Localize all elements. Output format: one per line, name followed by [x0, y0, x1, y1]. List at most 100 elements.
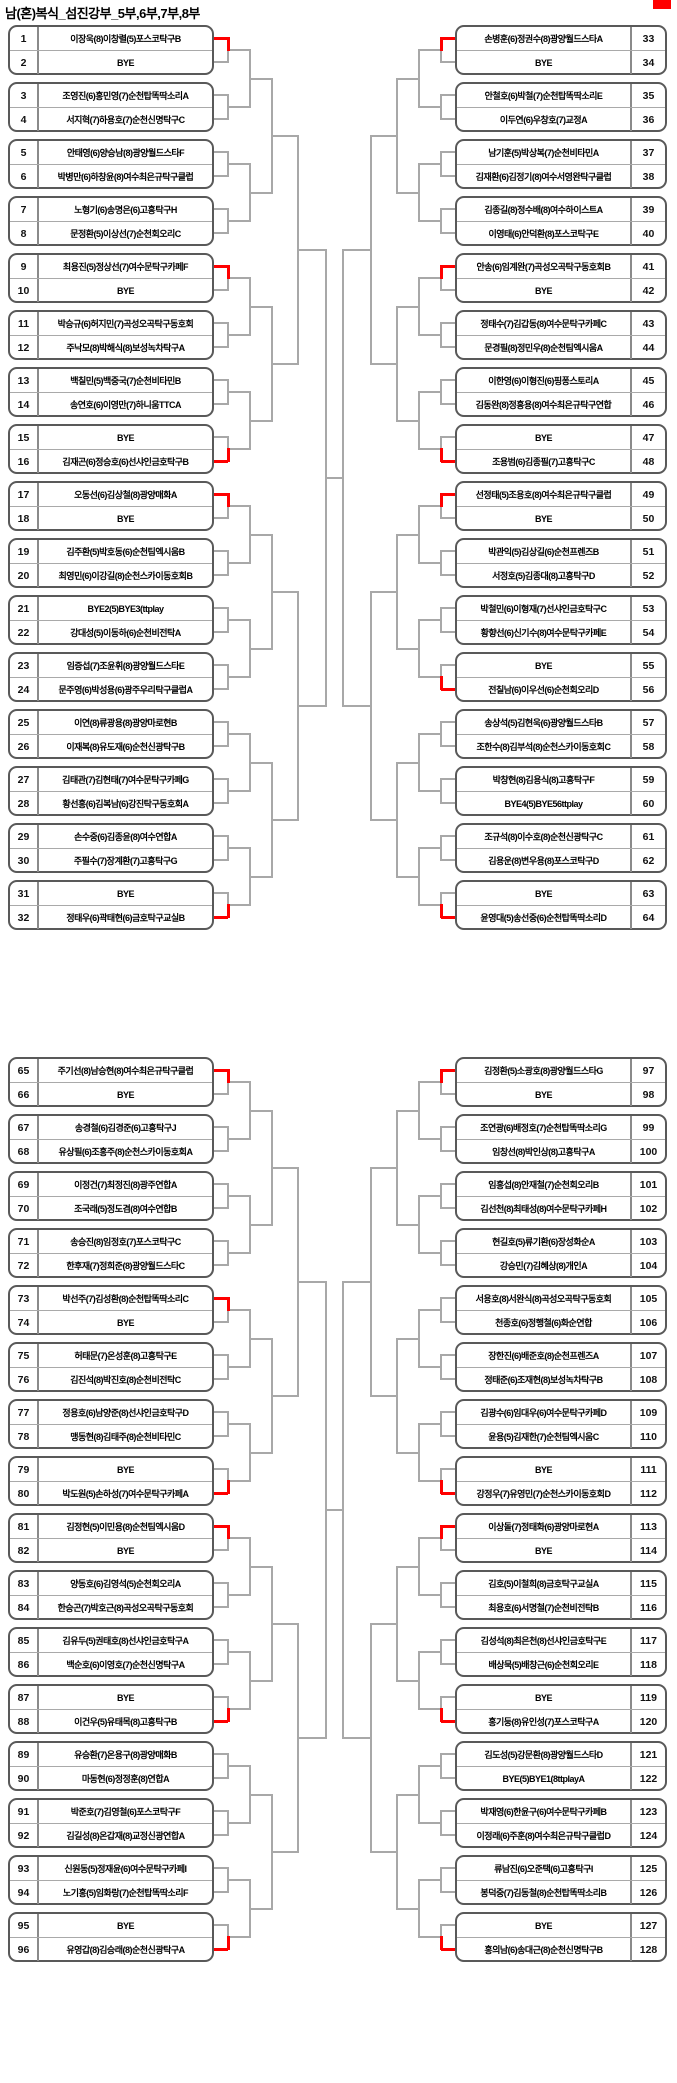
entry-number: 25	[10, 711, 39, 734]
bracket-line	[370, 1166, 372, 1397]
entry-number: 126	[630, 1881, 665, 1904]
bracket-line	[419, 1537, 441, 1539]
bracket-line	[228, 733, 250, 735]
entry-number: 100	[630, 1140, 665, 1163]
bracket-line	[298, 1280, 326, 1283]
bracket-line	[441, 664, 455, 666]
winner-line-red	[226, 493, 230, 507]
bracket-line	[419, 334, 441, 336]
team-name: 안태영(6)양승남(8)광양월드스타F	[66, 148, 185, 158]
bracket-line	[214, 1183, 228, 1185]
entry-number: 27	[10, 768, 39, 791]
entry-number: 50	[630, 507, 665, 530]
bracket-line	[228, 1081, 250, 1083]
bracket-line	[214, 631, 228, 633]
team-name: 서지혁(7)하용호(7)순천신명탁구C	[66, 115, 185, 125]
entry-number: 17	[10, 483, 39, 506]
team-name: 황선홍(6)김복남(6)강진탁구동호회A	[62, 799, 189, 809]
entry-number: 97	[630, 1059, 665, 1082]
bracket-line	[418, 1195, 420, 1254]
team-name: 김정현(5)이민용(8)순천팀엑시움D	[66, 1522, 185, 1532]
team-name: BYE	[116, 888, 135, 899]
bracket-line	[441, 1354, 455, 1356]
winner-line-red	[441, 687, 455, 691]
entry-number: 26	[10, 735, 39, 758]
entry-number: 90	[10, 1767, 39, 1790]
bracket-line	[214, 574, 228, 576]
bracket-line	[419, 163, 441, 165]
bracket-line	[250, 875, 272, 878]
entry-number: 93	[10, 1857, 39, 1880]
winner-line-red	[226, 448, 230, 462]
bracket-line	[214, 1924, 228, 1926]
bracket-line	[214, 346, 228, 348]
team-name: 박선주(7)김성환(8)순천탑똑딱소리C	[62, 1294, 189, 1304]
bracket-line	[250, 1109, 272, 1112]
team-name: 현길호(5)류기환(6)장성화순A	[492, 1237, 595, 1247]
team-name: 김진석(8)박진호(8)순천비전탁C	[70, 1375, 181, 1385]
bracket-line	[214, 1354, 228, 1356]
bracket-line	[441, 1549, 455, 1551]
entry-number: 36	[630, 108, 665, 131]
entry-number: 40	[630, 222, 665, 245]
team-name: 백칠민(5)백중국(7)순천비타민B	[70, 376, 181, 386]
winner-line-red	[214, 1947, 228, 1951]
bracket-line	[214, 403, 228, 405]
bracket-line	[419, 1366, 441, 1368]
bracket-line	[214, 1639, 228, 1641]
bracket-line	[397, 875, 419, 878]
bracket-line	[440, 1810, 442, 1836]
bracket-line	[214, 745, 228, 747]
team-name: BYE	[116, 1089, 135, 1100]
entry-number: 41	[630, 255, 665, 278]
bracket-line	[397, 1337, 419, 1340]
bracket-line	[419, 790, 441, 792]
entry-number: 114	[630, 1539, 665, 1562]
bracket-line	[441, 1468, 455, 1470]
bracket-line	[440, 379, 442, 405]
entry-number: 87	[10, 1686, 39, 1709]
team-name: BYE	[116, 432, 135, 443]
entry-number: 45	[630, 369, 665, 392]
winner-line-red	[441, 1068, 455, 1072]
entry-number: 13	[10, 369, 39, 392]
bracket-line	[214, 1411, 228, 1413]
team-name: 신원동(5)정재윤(6)여수문탁구카페I	[64, 1864, 187, 1874]
entry-number: 106	[630, 1311, 665, 1334]
bracket-line	[419, 277, 441, 279]
bracket-line	[419, 904, 441, 906]
winner-line-red	[226, 1936, 230, 1950]
bracket-line	[418, 1537, 420, 1596]
bracket-line	[441, 208, 455, 210]
team-name: BYE	[534, 660, 553, 671]
entry-number: 51	[630, 540, 665, 563]
bracket-line	[440, 721, 442, 747]
entry-number: 118	[630, 1653, 665, 1676]
bracket-line	[441, 574, 455, 576]
team-name: 조국래(5)정도겸(8)여수연합B	[74, 1204, 177, 1214]
winner-line-red	[214, 1491, 228, 1495]
bracket-line	[397, 1109, 419, 1112]
